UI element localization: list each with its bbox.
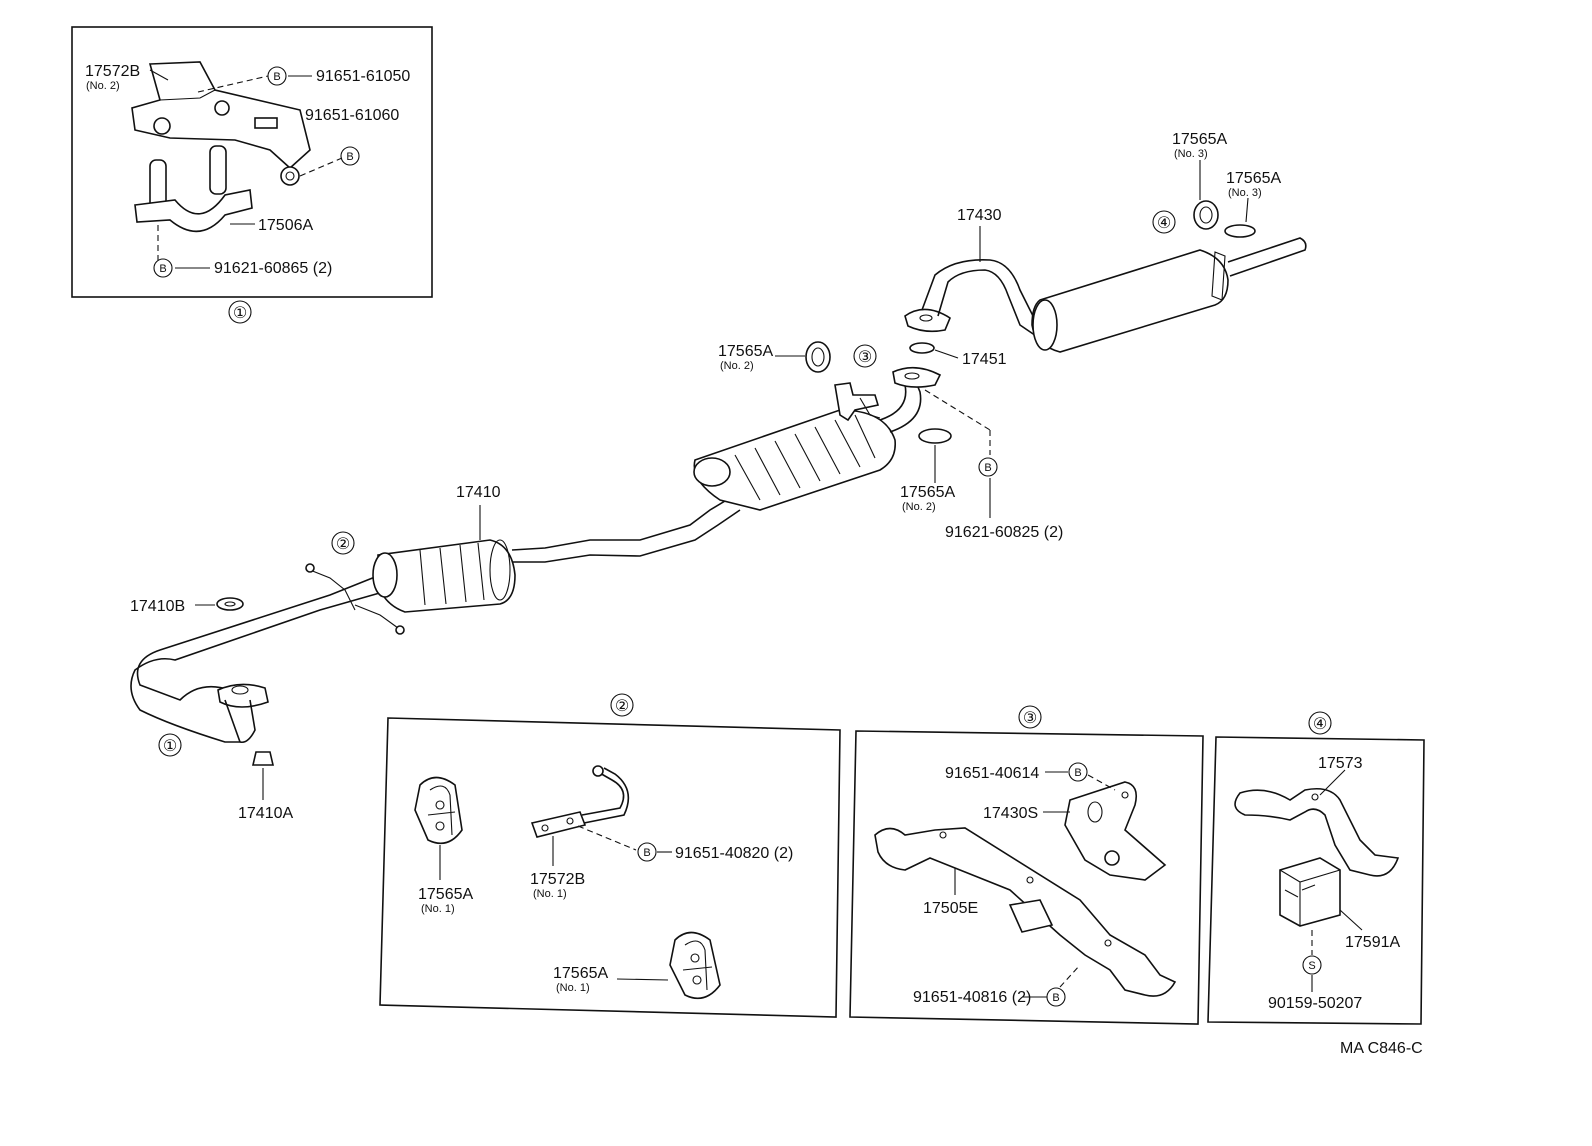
part-label-91651-61050: 91651-61050 xyxy=(316,68,410,85)
part-label-17410: 17410 xyxy=(456,484,501,501)
location-callout-3: ③ xyxy=(858,349,872,366)
part-label-17430S: 17430S xyxy=(983,805,1038,822)
part-label-17591A: 17591A xyxy=(1345,934,1400,951)
bolt-marker: B xyxy=(643,847,650,859)
part-sublabel: (No. 2) xyxy=(720,360,754,372)
part-label-17572B: 17572B xyxy=(85,63,140,80)
bolt-marker: B xyxy=(984,462,991,474)
svg-text:④: ④ xyxy=(1313,716,1327,733)
part-sublabel: (No. 3) xyxy=(1174,148,1208,160)
part-label-17430: 17430 xyxy=(957,207,1002,224)
diagram-code: MA C846-C xyxy=(1340,1040,1423,1057)
part-sublabel: (No. 1) xyxy=(421,903,455,915)
svg-text:③: ③ xyxy=(1023,710,1037,727)
part-label-17565A: 17565A xyxy=(900,484,955,501)
detail-box-3: B B 91651-40614 17430S 17505E 91651-4081… xyxy=(849,730,1204,1025)
location-callout-4: ④ xyxy=(1157,215,1171,232)
part-label-17506A: 17506A xyxy=(258,217,313,234)
part-label-91651-40816: 91651-40816 (2) xyxy=(913,989,1031,1006)
bolt-marker: B xyxy=(273,71,280,83)
part-label-17565A: 17565A xyxy=(1226,170,1281,187)
part-label-17573: 17573 xyxy=(1318,755,1363,772)
detail-callout-4: ④ xyxy=(1308,711,1332,735)
part-label-90159-50207: 90159-50207 xyxy=(1268,995,1362,1012)
part-label-17565A: 17565A xyxy=(418,886,473,903)
part-sublabel: (No. 3) xyxy=(1228,187,1262,199)
part-label-17505E: 17505E xyxy=(923,900,978,917)
stud-marker: S xyxy=(1308,960,1315,972)
svg-text:②: ② xyxy=(615,698,629,715)
location-callout-2: ② xyxy=(336,536,350,553)
exhaust-assembly: B 17410 17410B 17410A 17430 17565A (No. … xyxy=(130,131,1307,822)
part-label-17565A: 17565A xyxy=(553,965,608,982)
part-label-17565A: 17565A xyxy=(718,343,773,360)
part-label-91651-40820: 91651-40820 (2) xyxy=(675,845,793,862)
bolt-marker: B xyxy=(346,151,353,163)
location-callout-1: ① xyxy=(163,738,177,755)
detail-box-4: S 17573 17591A 90159-50207 xyxy=(1207,736,1425,1025)
part-label-17410B: 17410B xyxy=(130,598,185,615)
detail-callout-1: ① xyxy=(228,300,252,324)
detail-callout-2: ② xyxy=(610,693,634,717)
part-label-17410A: 17410A xyxy=(238,805,293,822)
bolt-marker: B xyxy=(159,263,166,275)
bolt-marker: B xyxy=(1074,767,1081,779)
part-sublabel: (No. 1) xyxy=(533,888,567,900)
detail-box-1: B B B 17572B (No. 2) 91651-61050 91651-6… xyxy=(71,26,433,298)
svg-text:①: ① xyxy=(233,305,247,322)
detail-box-2: B 17565A (No. 1) 17572B (No. 1) 91651-40… xyxy=(379,717,841,1018)
part-label-17565A: 17565A xyxy=(1172,131,1227,148)
part-label-17572B: 17572B xyxy=(530,871,585,888)
part-sublabel: (No. 1) xyxy=(556,982,590,994)
part-label-17451: 17451 xyxy=(962,351,1007,368)
part-label-91621-60825: 91621-60825 (2) xyxy=(945,524,1063,541)
part-sublabel: (No. 2) xyxy=(902,501,936,513)
part-label-91621-60865: 91621-60865 (2) xyxy=(214,260,332,277)
detail-callout-3: ③ xyxy=(1018,705,1042,729)
part-label-91651-40614: 91651-40614 xyxy=(945,765,1039,782)
part-sublabel: (No. 2) xyxy=(86,80,120,92)
part-label-91651-61060: 91651-61060 xyxy=(305,107,399,124)
bolt-marker: B xyxy=(1052,992,1059,1004)
